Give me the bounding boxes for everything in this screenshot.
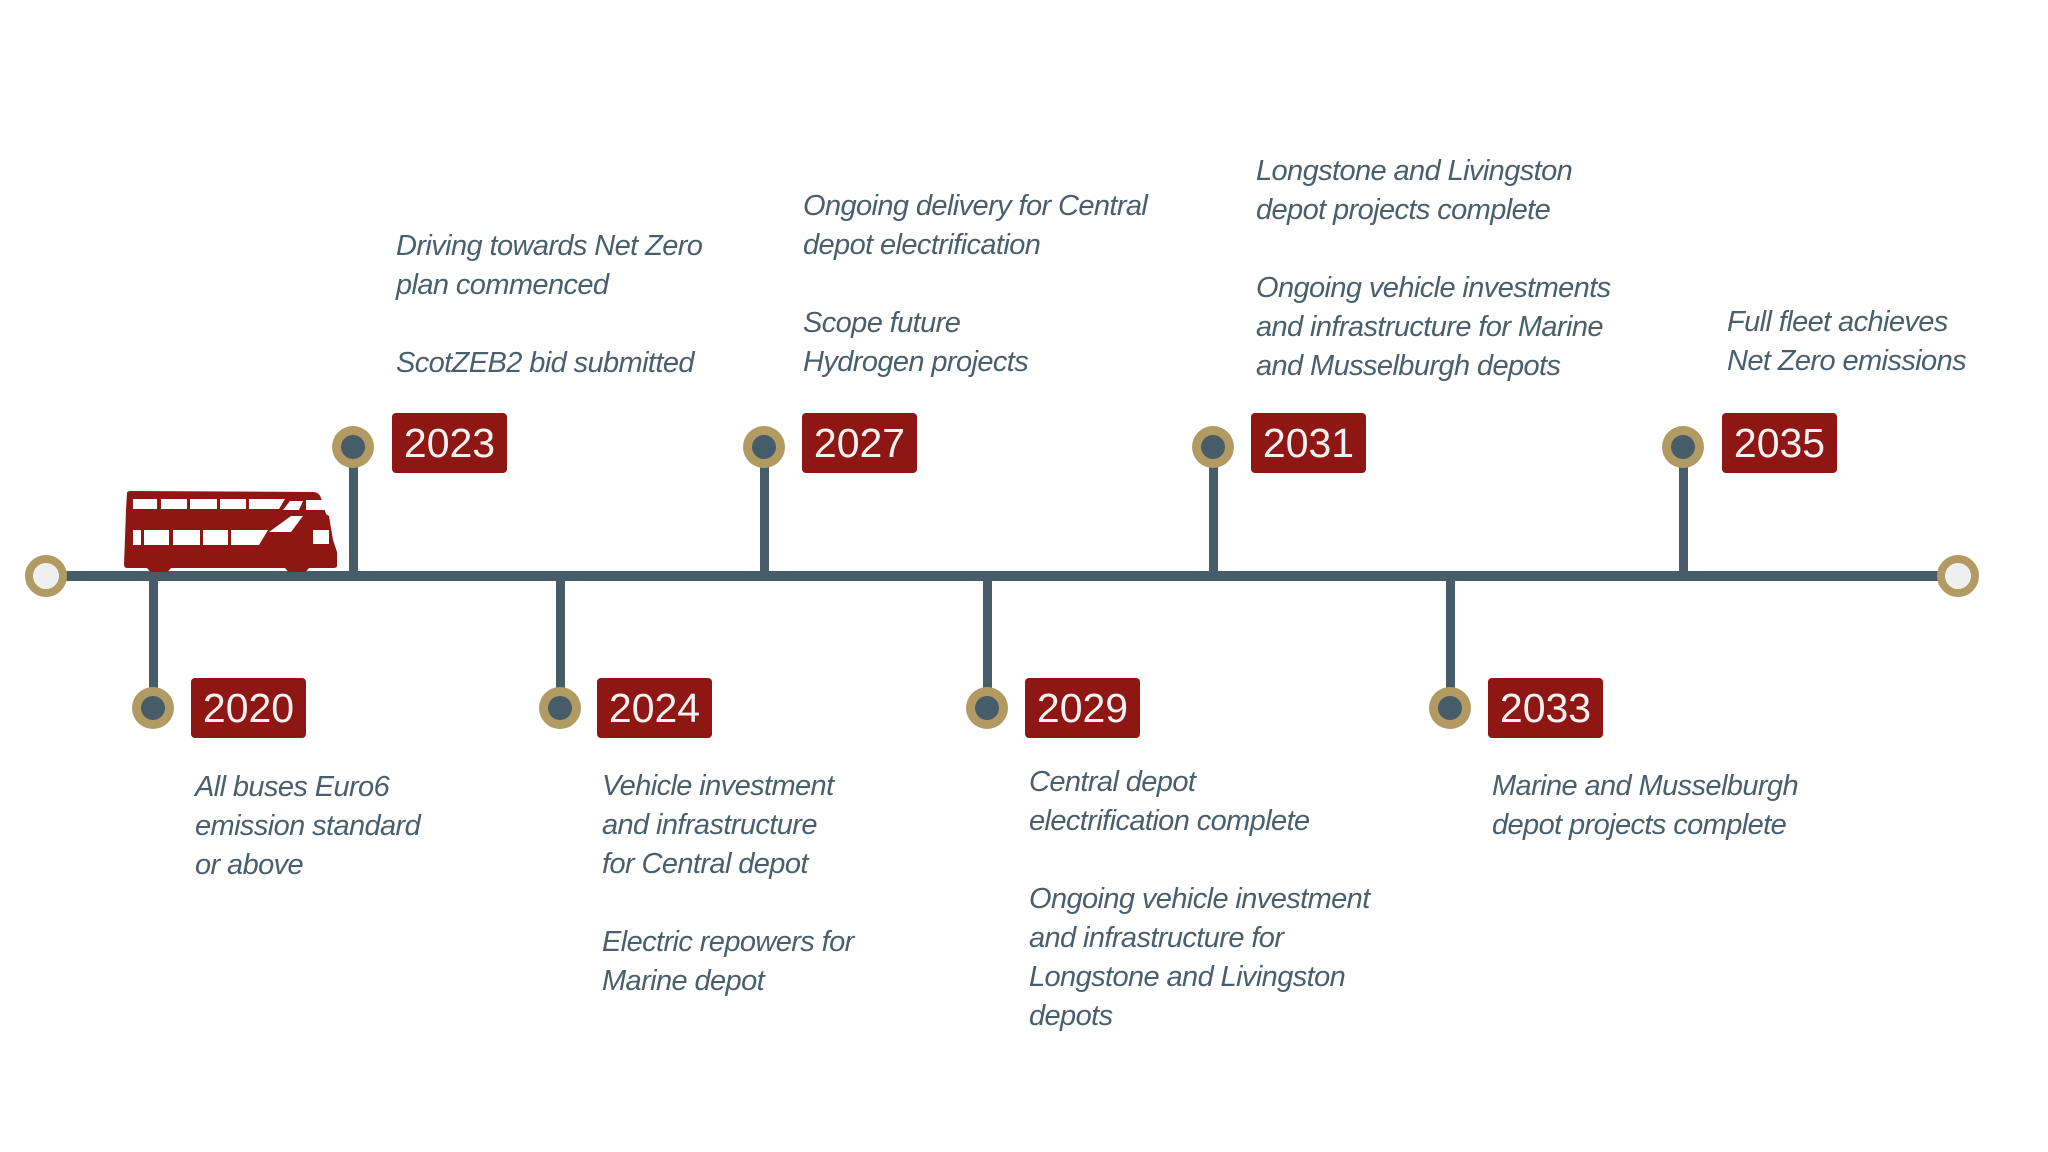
description-line: and Musselburgh depots	[1256, 350, 1561, 382]
description-line: electrification complete	[1029, 805, 1310, 837]
description-line: ScotZEB2 bid submitted	[396, 347, 695, 379]
milestone-node-icon	[332, 426, 374, 468]
milestone-node-icon	[1662, 426, 1704, 468]
description-paragraph: Ongoing delivery for Central depot elect…	[803, 187, 1148, 265]
milestone-description-2031: Longstone and Livingston depot projects …	[1256, 152, 1611, 386]
stem-2020	[149, 576, 158, 708]
description-line: Driving towards Net Zero	[396, 230, 703, 262]
description-paragraph: Central depot electrification complete	[1029, 763, 1370, 841]
year-badge-2035: 2035	[1722, 413, 1837, 473]
year-badge-2023: 2023	[392, 413, 507, 473]
stem-2035	[1679, 447, 1688, 577]
description-line: and infrastructure	[602, 809, 817, 841]
description-line: Ongoing vehicle investment	[1029, 883, 1370, 915]
description-line: Vehicle investment	[602, 770, 834, 802]
year-badge-2024: 2024	[597, 678, 712, 738]
description-line: for Central depot	[602, 848, 808, 880]
description-line: depot projects complete	[1492, 809, 1787, 841]
year-badge-2033: 2033	[1488, 678, 1603, 738]
milestone-description-2035: Full fleet achieves Net Zero emissions	[1727, 303, 1967, 381]
double-decker-bus-icon	[124, 491, 337, 572]
description-line: and infrastructure for	[1029, 922, 1284, 954]
stem-2023	[349, 447, 358, 577]
description-paragraph: Driving towards Net Zero plan commenced	[396, 227, 703, 305]
description-paragraph: Full fleet achieves Net Zero emissions	[1727, 303, 1967, 381]
milestone-node-icon	[1192, 426, 1234, 468]
description-line: All buses Euro6	[195, 771, 390, 803]
description-paragraph: Longstone and Livingston depot projects …	[1256, 152, 1611, 230]
milestone-node-icon	[966, 687, 1008, 729]
description-paragraph: Vehicle investment and infrastructure fo…	[602, 767, 854, 884]
description-line: Central depot	[1029, 766, 1196, 798]
description-line: depot electrification	[803, 229, 1041, 261]
start-cap-icon	[25, 555, 67, 597]
description-line: Ongoing delivery for Central	[803, 190, 1148, 222]
description-line: depot projects complete	[1256, 194, 1551, 226]
description-paragraph: All buses Euro6 emission standard or abo…	[195, 768, 421, 885]
milestone-description-2033: Marine and Musselburgh depot projects co…	[1492, 767, 1799, 845]
description-line: Ongoing vehicle investments	[1256, 272, 1611, 304]
stem-2024	[556, 576, 565, 708]
stem-2033	[1446, 576, 1455, 708]
description-paragraph: Scope future Hydrogen projects	[803, 304, 1147, 382]
description-paragraph: Ongoing vehicle investment and infrastru…	[1029, 880, 1370, 1036]
description-line: Scope future	[803, 307, 961, 339]
description-line: Hydrogen projects	[803, 346, 1029, 378]
description-paragraph: Ongoing vehicle investments and infrastr…	[1256, 269, 1611, 386]
description-paragraph: ScotZEB2 bid submitted	[396, 344, 702, 383]
year-badge-2027: 2027	[802, 413, 917, 473]
description-paragraph: Marine and Musselburgh depot projects co…	[1492, 767, 1799, 845]
description-line: depots	[1029, 1000, 1113, 1032]
description-line: Electric repowers for	[602, 926, 854, 958]
end-cap-icon	[1937, 555, 1979, 597]
milestone-description-2027: Ongoing delivery for Central depot elect…	[803, 187, 1148, 382]
year-badge-2031: 2031	[1251, 413, 1366, 473]
description-line: Longstone and Livingston	[1029, 961, 1346, 993]
milestone-description-2029: Central depot electrification complete O…	[1029, 763, 1370, 1036]
description-line: and infrastructure for Marine	[1256, 311, 1603, 343]
description-line: or above	[195, 849, 304, 881]
year-badge-2029: 2029	[1025, 678, 1140, 738]
milestone-node-icon	[743, 426, 785, 468]
timeline-axis	[46, 571, 1958, 581]
milestone-node-icon	[132, 687, 174, 729]
milestone-description-2020: All buses Euro6 emission standard or abo…	[195, 768, 421, 885]
stem-2027	[760, 447, 769, 577]
year-badge-2020: 2020	[191, 678, 306, 738]
description-line: emission standard	[195, 810, 421, 842]
description-line: Net Zero emissions	[1727, 345, 1967, 377]
stem-2031	[1209, 447, 1218, 577]
milestone-node-icon	[1429, 687, 1471, 729]
milestone-description-2023: Driving towards Net Zero plan commenced …	[396, 227, 703, 383]
milestone-node-icon	[539, 687, 581, 729]
milestone-description-2024: Vehicle investment and infrastructure fo…	[602, 767, 854, 1001]
description-line: plan commenced	[396, 269, 609, 301]
description-line: Full fleet achieves	[1727, 306, 1948, 338]
description-paragraph: Electric repowers for Marine depot	[602, 923, 854, 1001]
description-line: Longstone and Livingston	[1256, 155, 1573, 187]
description-line: Marine depot	[602, 965, 765, 997]
description-line: Marine and Musselburgh	[1492, 770, 1799, 802]
stem-2029	[983, 576, 992, 708]
